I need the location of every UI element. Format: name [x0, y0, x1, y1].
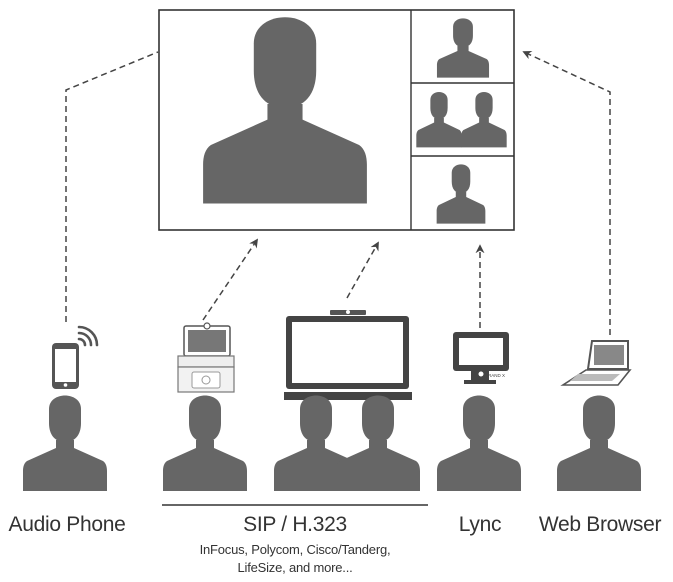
lync-user-silhouette: [437, 395, 521, 491]
large-display-icon: [284, 310, 412, 400]
sip-vendors-line2: LifeSize, and more...: [237, 560, 353, 575]
sip-user-silhouette: [163, 395, 247, 491]
audio-phone-user-silhouette: [23, 395, 107, 491]
connector-sip-codec: [202, 238, 259, 321]
audio-phone-label: Audio Phone: [8, 513, 126, 536]
monitor-icon: [453, 332, 509, 384]
laptop-icon: [560, 340, 632, 386]
participants: [23, 395, 641, 491]
conference-codec-icon: [177, 322, 235, 393]
web-browser-user-silhouette: [557, 395, 641, 491]
room-user-silhouette-2: [336, 395, 420, 491]
camera-brand-label: BRAND X: [485, 373, 505, 378]
lync-label: Lync: [458, 513, 502, 536]
connector-sip-display: [346, 241, 379, 299]
web-browser-label: Web Browser: [538, 513, 662, 536]
sip-vendors-line1: InFocus, Polycom, Cisco/Tanderg,: [199, 542, 391, 557]
connector-audio-phone: [65, 51, 159, 322]
smartphone-icon: [52, 343, 79, 389]
sip-h323-label: SIP / H.323: [243, 513, 347, 536]
video-layout: [158, 9, 515, 231]
connections: [65, 50, 611, 335]
connector-web-browser: [522, 50, 611, 335]
wifi-signal-icon: [77, 325, 99, 347]
